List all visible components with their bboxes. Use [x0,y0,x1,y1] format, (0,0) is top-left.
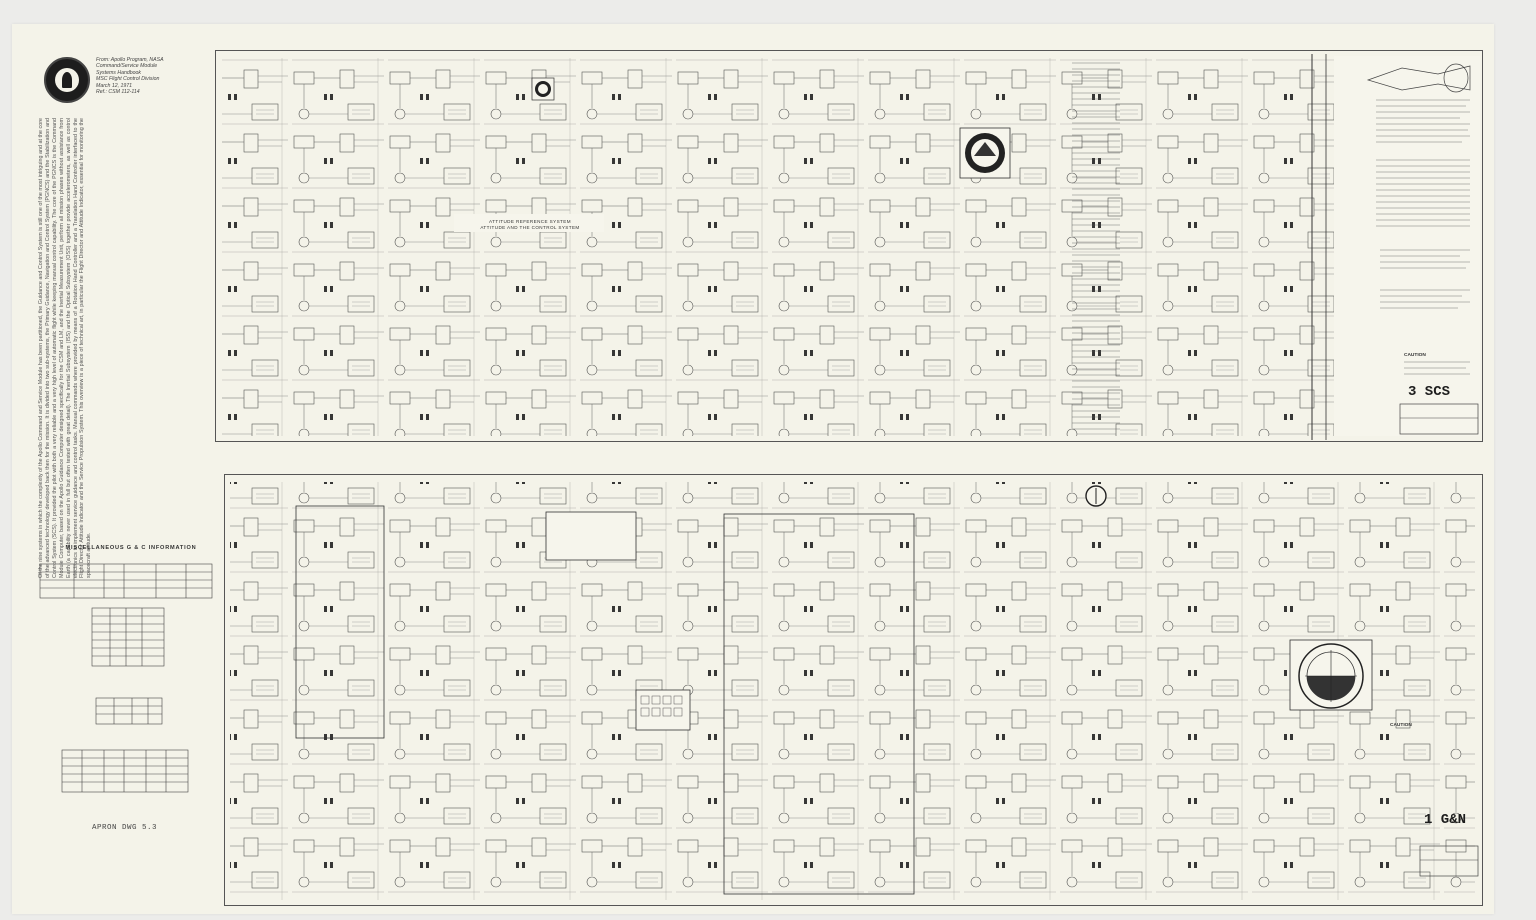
heading-line: ATTITUDE REFERENCE SYSTEM [489,219,571,224]
gimbal-indicator-icon [531,77,555,101]
scs-panel [215,50,1483,442]
gn-schematic-area [230,482,1475,900]
heading-line: ATTITUDE AND THE CONTROL SYSTEM [480,225,580,230]
apron-drawing-label: APRON DWG 5.3 [92,824,158,832]
fdai-icon [1289,639,1373,711]
source-line: MSC Flight Control Division [96,76,160,83]
source-line: Command/Service Module [96,63,158,70]
source-line: Systems Handbook [96,69,141,76]
scs-title-block [1399,403,1479,435]
attitude-ball-icon [959,127,1011,179]
scs-system-label: 3 SCS [1408,384,1451,400]
source-line: March 12, 1971 [96,82,133,89]
source-line: From: Apollo Program, NASA [96,57,164,63]
gn-panel [224,474,1483,906]
gimbal-limits-table [91,607,165,667]
imu-block-outline [295,505,385,739]
attitude-reference-heading: ATTITUDE REFERENCE SYSTEM ATTITUDE AND T… [465,219,595,231]
mode-table [95,697,163,725]
gn-caution-label: CAUTION [1390,723,1412,728]
scs-notes-text-block [1376,99,1470,375]
computer-block-outline [723,513,915,895]
misc-info-title: MISCELLANEOUS G & C INFORMATION [65,545,197,551]
rate-table [61,749,189,793]
scs-schematic-area [222,58,1392,436]
scs-caution-label: CAUTION [1404,353,1426,358]
scs-bus-lines [1072,60,1120,430]
gn-system-label: 1 G&N [1424,812,1467,828]
misc-info-table [39,563,213,599]
dsky-keys [640,695,683,717]
gn-title-block [1419,845,1479,877]
csm-outline-icon [1366,63,1471,93]
attitude-heading-bg [454,214,604,232]
nasa-emblem-icon [44,57,90,103]
scs-notes-area [1334,56,1480,436]
source-line: Ref.: CSM 112-114 [96,89,140,96]
source-note: From: Apollo Program, NASA Command/Servi… [96,57,206,95]
direction-indicator-icon [1085,485,1107,507]
optics-block [545,511,637,561]
